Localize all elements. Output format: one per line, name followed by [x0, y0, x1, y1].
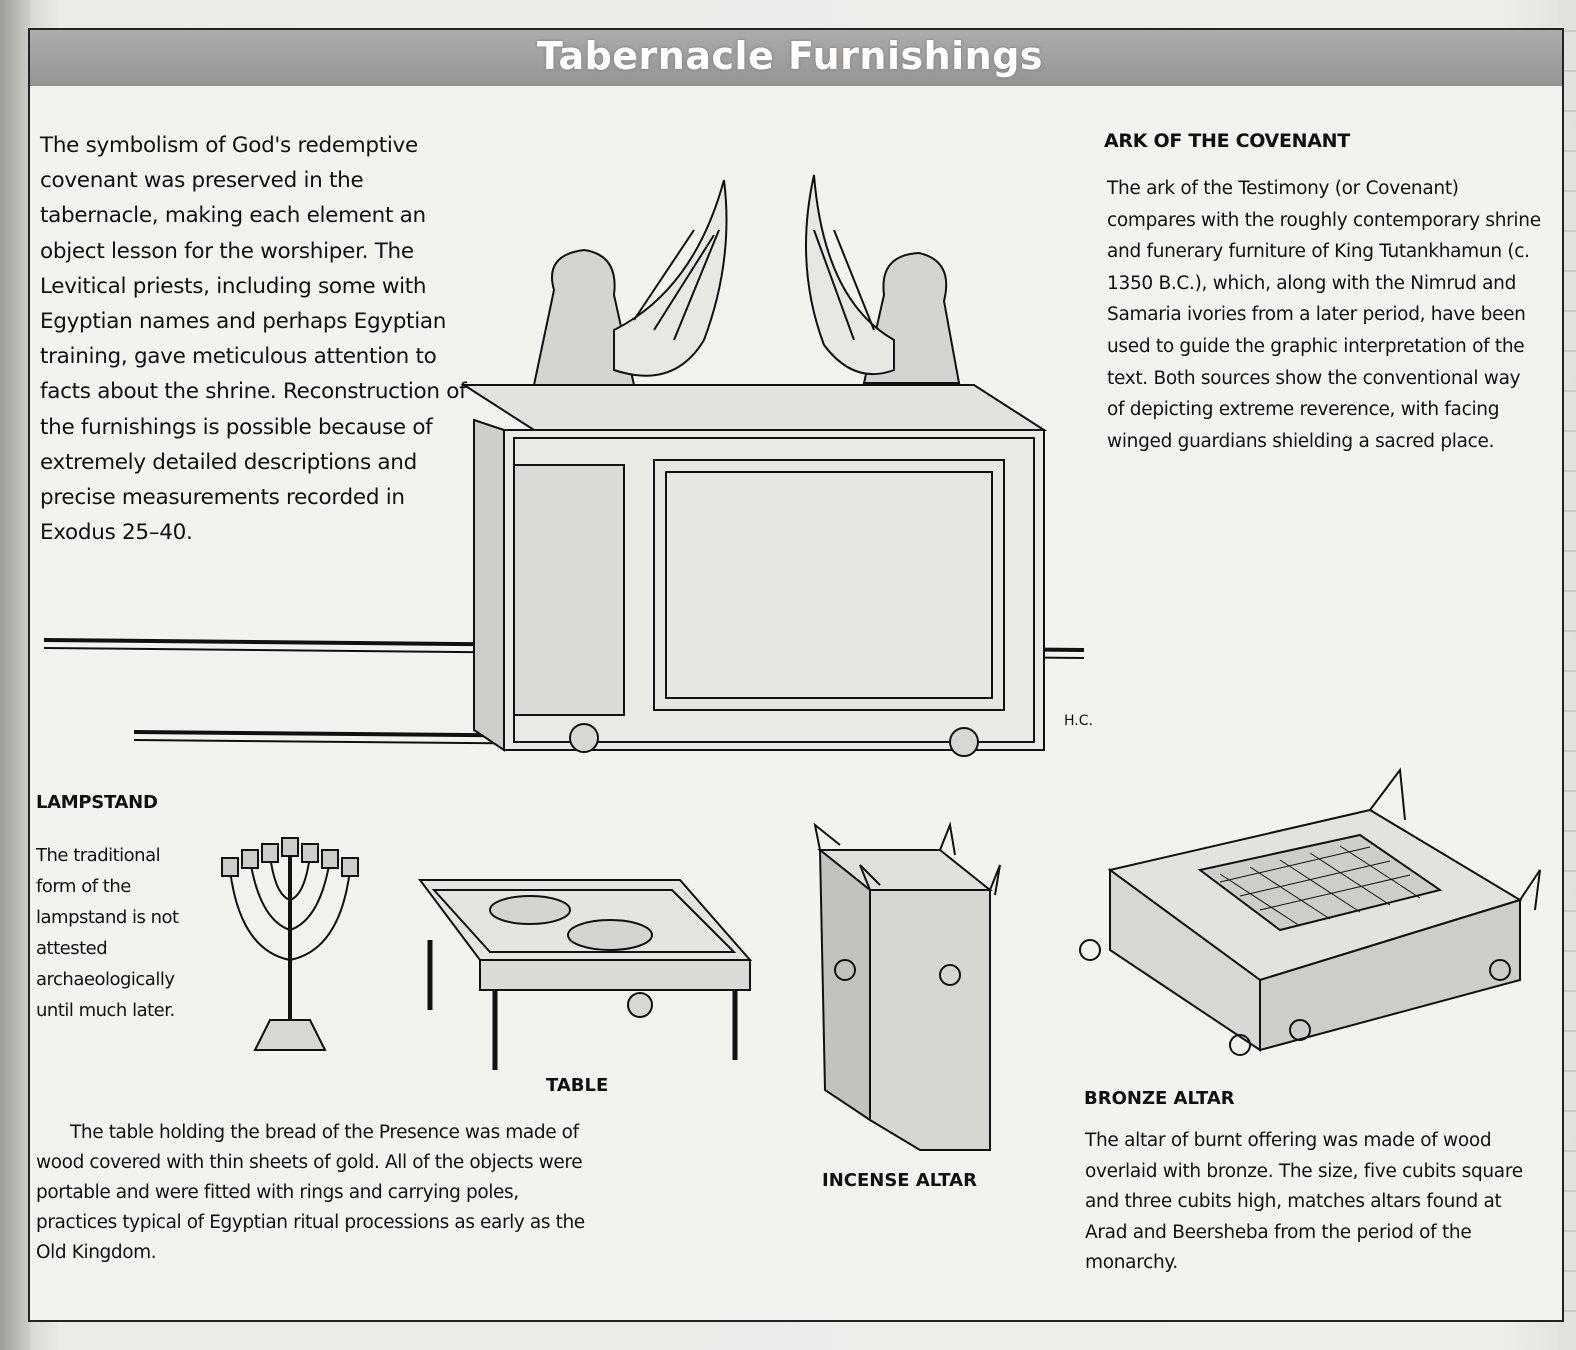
bronze-altar-caption: The altar of burnt offering was made of …: [1085, 1130, 1523, 1273]
lampstand-illustration: [221, 837, 359, 1051]
bronze-altar-heading: BRONZE ALTAR: [1084, 1088, 1235, 1109]
ark-heading: ARK OF THE COVENANT: [1104, 130, 1350, 152]
page-edge-shadow: [0, 0, 30, 1350]
incense-altar-illustration: [813, 821, 1001, 1151]
intro-paragraph: The symbolism of God's redemptive covena…: [40, 133, 467, 546]
lampstand-heading: LAMPSTAND: [36, 792, 158, 813]
table-illustration: [418, 879, 753, 1070]
lampstand-caption: The traditional form of the lampstand is…: [36, 845, 179, 1021]
ark-of-covenant-illustration: H.C.: [43, 174, 1093, 757]
ark-caption: The ark of the Testimony (or Covenant) c…: [1107, 178, 1541, 452]
incense-altar-heading: INCENSE ALTAR: [822, 1170, 977, 1191]
title-banner: Tabernacle Furnishings: [30, 30, 1562, 86]
table-caption: The table holding the bread of the Prese…: [36, 1122, 585, 1263]
bronze-altar-illustration: [1079, 767, 1541, 1056]
sidebar-panel: Tabernacle Furnishings The symbolism of …: [28, 28, 1564, 1322]
artist-initials: H.C.: [1064, 713, 1093, 729]
table-heading: TABLE: [546, 1075, 609, 1096]
panel-title: Tabernacle Furnishings: [536, 34, 1044, 78]
